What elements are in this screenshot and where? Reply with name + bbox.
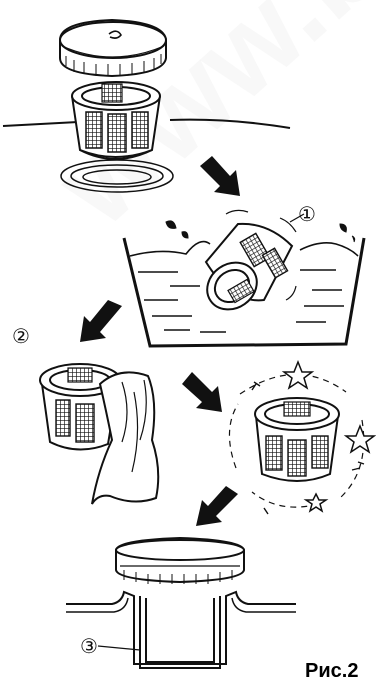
wipe-scene [40,364,158,504]
step-1-marker: ① [298,204,316,224]
star-icon [346,426,374,452]
clean-scene [229,362,374,514]
filter-washing [198,210,296,319]
step-arrow-1 [200,156,240,196]
filter-top [72,82,160,159]
filter-clean [255,398,339,481]
figure-caption: Рис.2 [305,660,358,683]
top-scene [3,20,290,192]
cap-top [60,20,166,76]
step-arrow-2 [80,300,122,342]
cap-bottom [116,538,244,584]
step-arrow-4 [196,486,238,526]
star-icon [306,494,326,511]
reinstall-scene [66,538,296,668]
step-arrow-3 [182,372,222,412]
step-3-marker: ③ [80,636,98,656]
tank-lid-line [66,592,296,664]
wash-scene [124,210,364,346]
step-2-marker: ② [12,326,30,346]
tank-opening [61,160,173,192]
star-icon [284,362,312,388]
filter-installed [140,596,220,668]
